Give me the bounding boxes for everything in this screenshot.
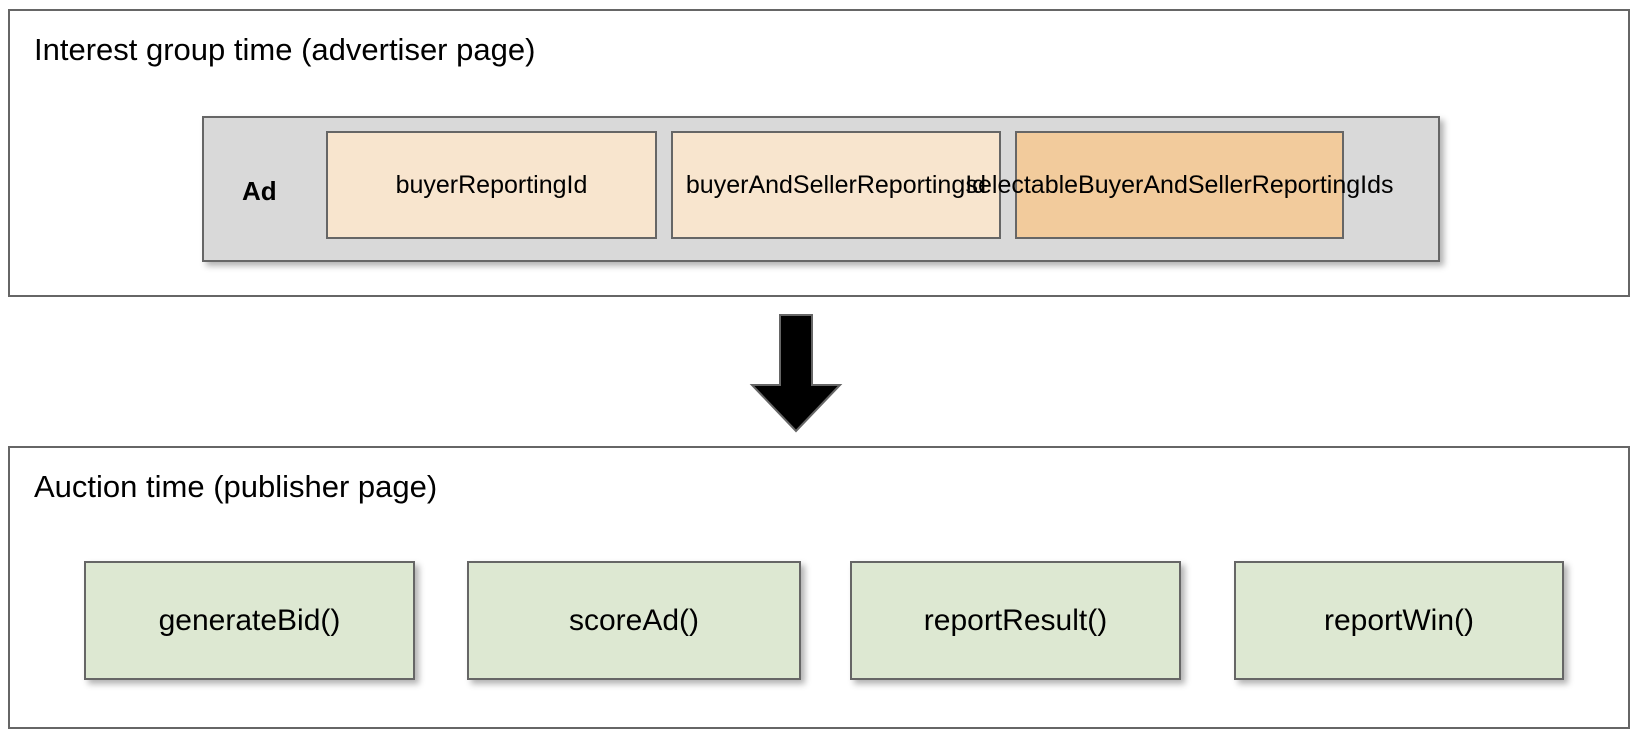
auction-function-score-ad: scoreAd() bbox=[467, 561, 801, 680]
ad-container: Ad buyerReportingId buyerAndSellerReport… bbox=[202, 116, 1440, 262]
flow-arrow-down-icon bbox=[749, 314, 843, 433]
ad-label: Ad bbox=[242, 176, 277, 206]
auction-function-report-result: reportResult() bbox=[850, 561, 1181, 680]
phase-title-publisher: Auction time (publisher page) bbox=[34, 469, 438, 504]
auction-function-generate-bid: generateBid() bbox=[84, 561, 415, 680]
phase-panel-advertiser: Interest group time (advertiser page) Ad… bbox=[8, 9, 1630, 297]
reporting-id-selectable-buyer-and-seller-reporting-ids: selectableBuyerAndSellerReportingIds bbox=[965, 131, 1394, 239]
phase-title-advertiser: Interest group time (advertiser page) bbox=[34, 32, 536, 67]
phase-panel-publisher: Auction time (publisher page) generateBi… bbox=[8, 446, 1630, 729]
auction-function-report-win: reportWin() bbox=[1234, 561, 1564, 680]
reporting-id-buyer-reporting-id: buyerReportingId bbox=[326, 131, 657, 239]
reporting-id-buyer-and-seller-reporting-id: buyerAndSellerReportingId bbox=[671, 131, 1001, 239]
